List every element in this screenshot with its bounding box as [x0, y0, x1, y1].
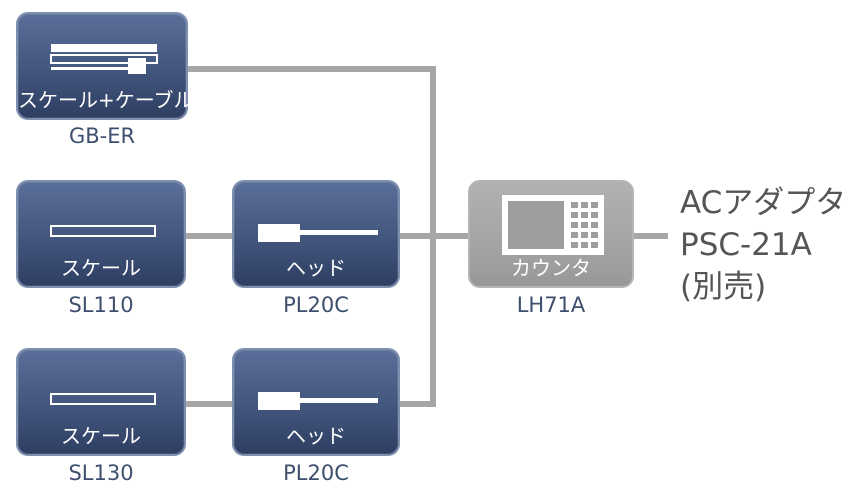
ac-adapter-name: ACアダプタ	[680, 185, 847, 221]
scale-cable-icon	[50, 44, 158, 74]
scale-1-model: SL110	[68, 293, 134, 317]
scale-2-label: スケール	[61, 424, 141, 448]
scale-with-cable-model: GB-ER	[68, 124, 136, 148]
ac-adapter-model: PSC-21A	[680, 227, 812, 263]
scale-icon	[50, 393, 156, 405]
scale-2-model: SL130	[68, 461, 134, 485]
head-1-box: ヘッド	[232, 180, 400, 288]
head-icon	[258, 224, 378, 242]
counter-label: カウンタ	[511, 256, 591, 280]
head-1-label: ヘッド	[286, 256, 346, 280]
ac-adapter-note: (別売)	[680, 269, 767, 305]
wire-head2-to-counter	[400, 236, 436, 407]
scale-icon	[50, 225, 156, 237]
counter-box: カウンタ	[468, 180, 634, 288]
head-1-model: PL20C	[283, 293, 349, 317]
scale-1-box: スケール	[16, 180, 186, 288]
head-2-model: PL20C	[283, 461, 349, 485]
head-icon	[258, 392, 378, 410]
head-2-label: ヘッド	[286, 424, 346, 448]
scale-with-cable-box: スケール+ケーブル	[16, 12, 194, 120]
counter-model: LH71A	[516, 293, 586, 317]
counter-icon	[502, 195, 604, 255]
scale-with-cable-label: スケール+ケーブル	[18, 88, 194, 112]
scale-2-box: スケール	[16, 348, 186, 456]
head-2-box: ヘッド	[232, 348, 400, 456]
wire-scale-cable-to-counter	[188, 66, 436, 236]
ac-adapter-text: ACアダプタ PSC-21A (別売)	[680, 182, 846, 308]
scale-1-label: スケール	[61, 256, 141, 280]
